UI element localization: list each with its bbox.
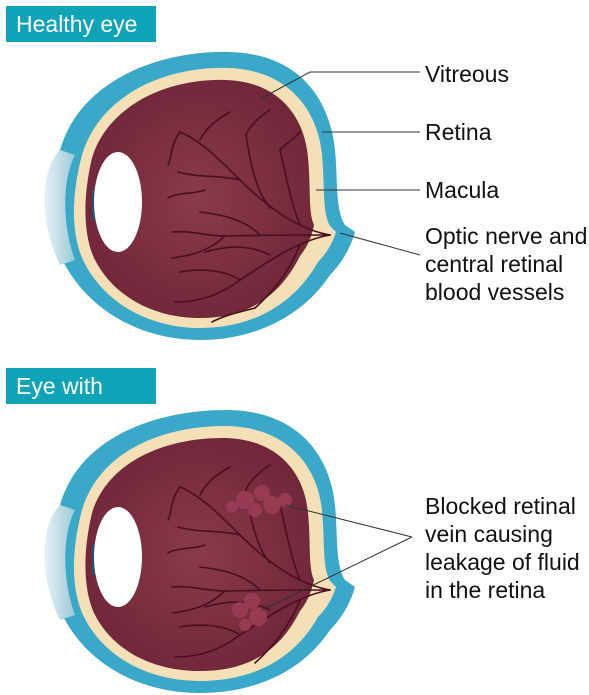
rvo-eye-badge: Eye with RVO bbox=[6, 368, 156, 404]
rvo-label-line2: vein causing bbox=[425, 520, 553, 548]
healthy-eye-illustration bbox=[0, 40, 430, 340]
optic-leader bbox=[340, 233, 420, 255]
lens bbox=[94, 507, 142, 607]
rvo-label-line3: leakage of fluid bbox=[425, 548, 580, 576]
healthy-eye-badge: Healthy eye bbox=[6, 6, 156, 42]
label-optic-line1: Optic nerve and bbox=[425, 222, 587, 250]
label-vitreous: Vitreous bbox=[425, 60, 509, 88]
lens bbox=[94, 152, 142, 252]
label-optic-line3: blood vessels bbox=[425, 278, 564, 306]
label-macula: Macula bbox=[425, 176, 499, 204]
rvo-eye-illustration bbox=[0, 405, 430, 695]
rvo-label-line4: in the retina bbox=[425, 576, 545, 604]
label-optic-line2: central retinal bbox=[425, 250, 563, 278]
label-retina: Retina bbox=[425, 118, 491, 146]
rvo-label-line1: Blocked retinal bbox=[425, 492, 576, 520]
